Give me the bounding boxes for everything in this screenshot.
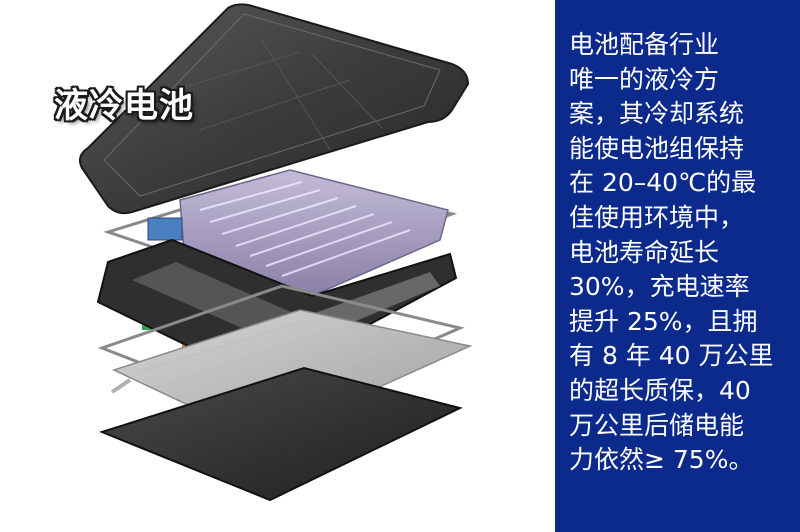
liquid-cooled-battery-label: 液冷电池 bbox=[54, 86, 194, 126]
description-text: 电池配备行业 唯一的液冷方 案，其冷却系统 能使电池组保持 在 20–40℃的最… bbox=[569, 30, 774, 475]
description-panel: 电池配备行业 唯一的液冷方 案，其冷却系统 能使电池组保持 在 20–40℃的最… bbox=[555, 0, 800, 532]
cell-modules bbox=[147, 169, 449, 297]
top-cover bbox=[79, 3, 470, 215]
exploded-battery-diagram bbox=[79, 3, 473, 502]
bottom-plate bbox=[99, 366, 463, 502]
battery-pack-illustration: 液冷电池 bbox=[54, 3, 473, 502]
